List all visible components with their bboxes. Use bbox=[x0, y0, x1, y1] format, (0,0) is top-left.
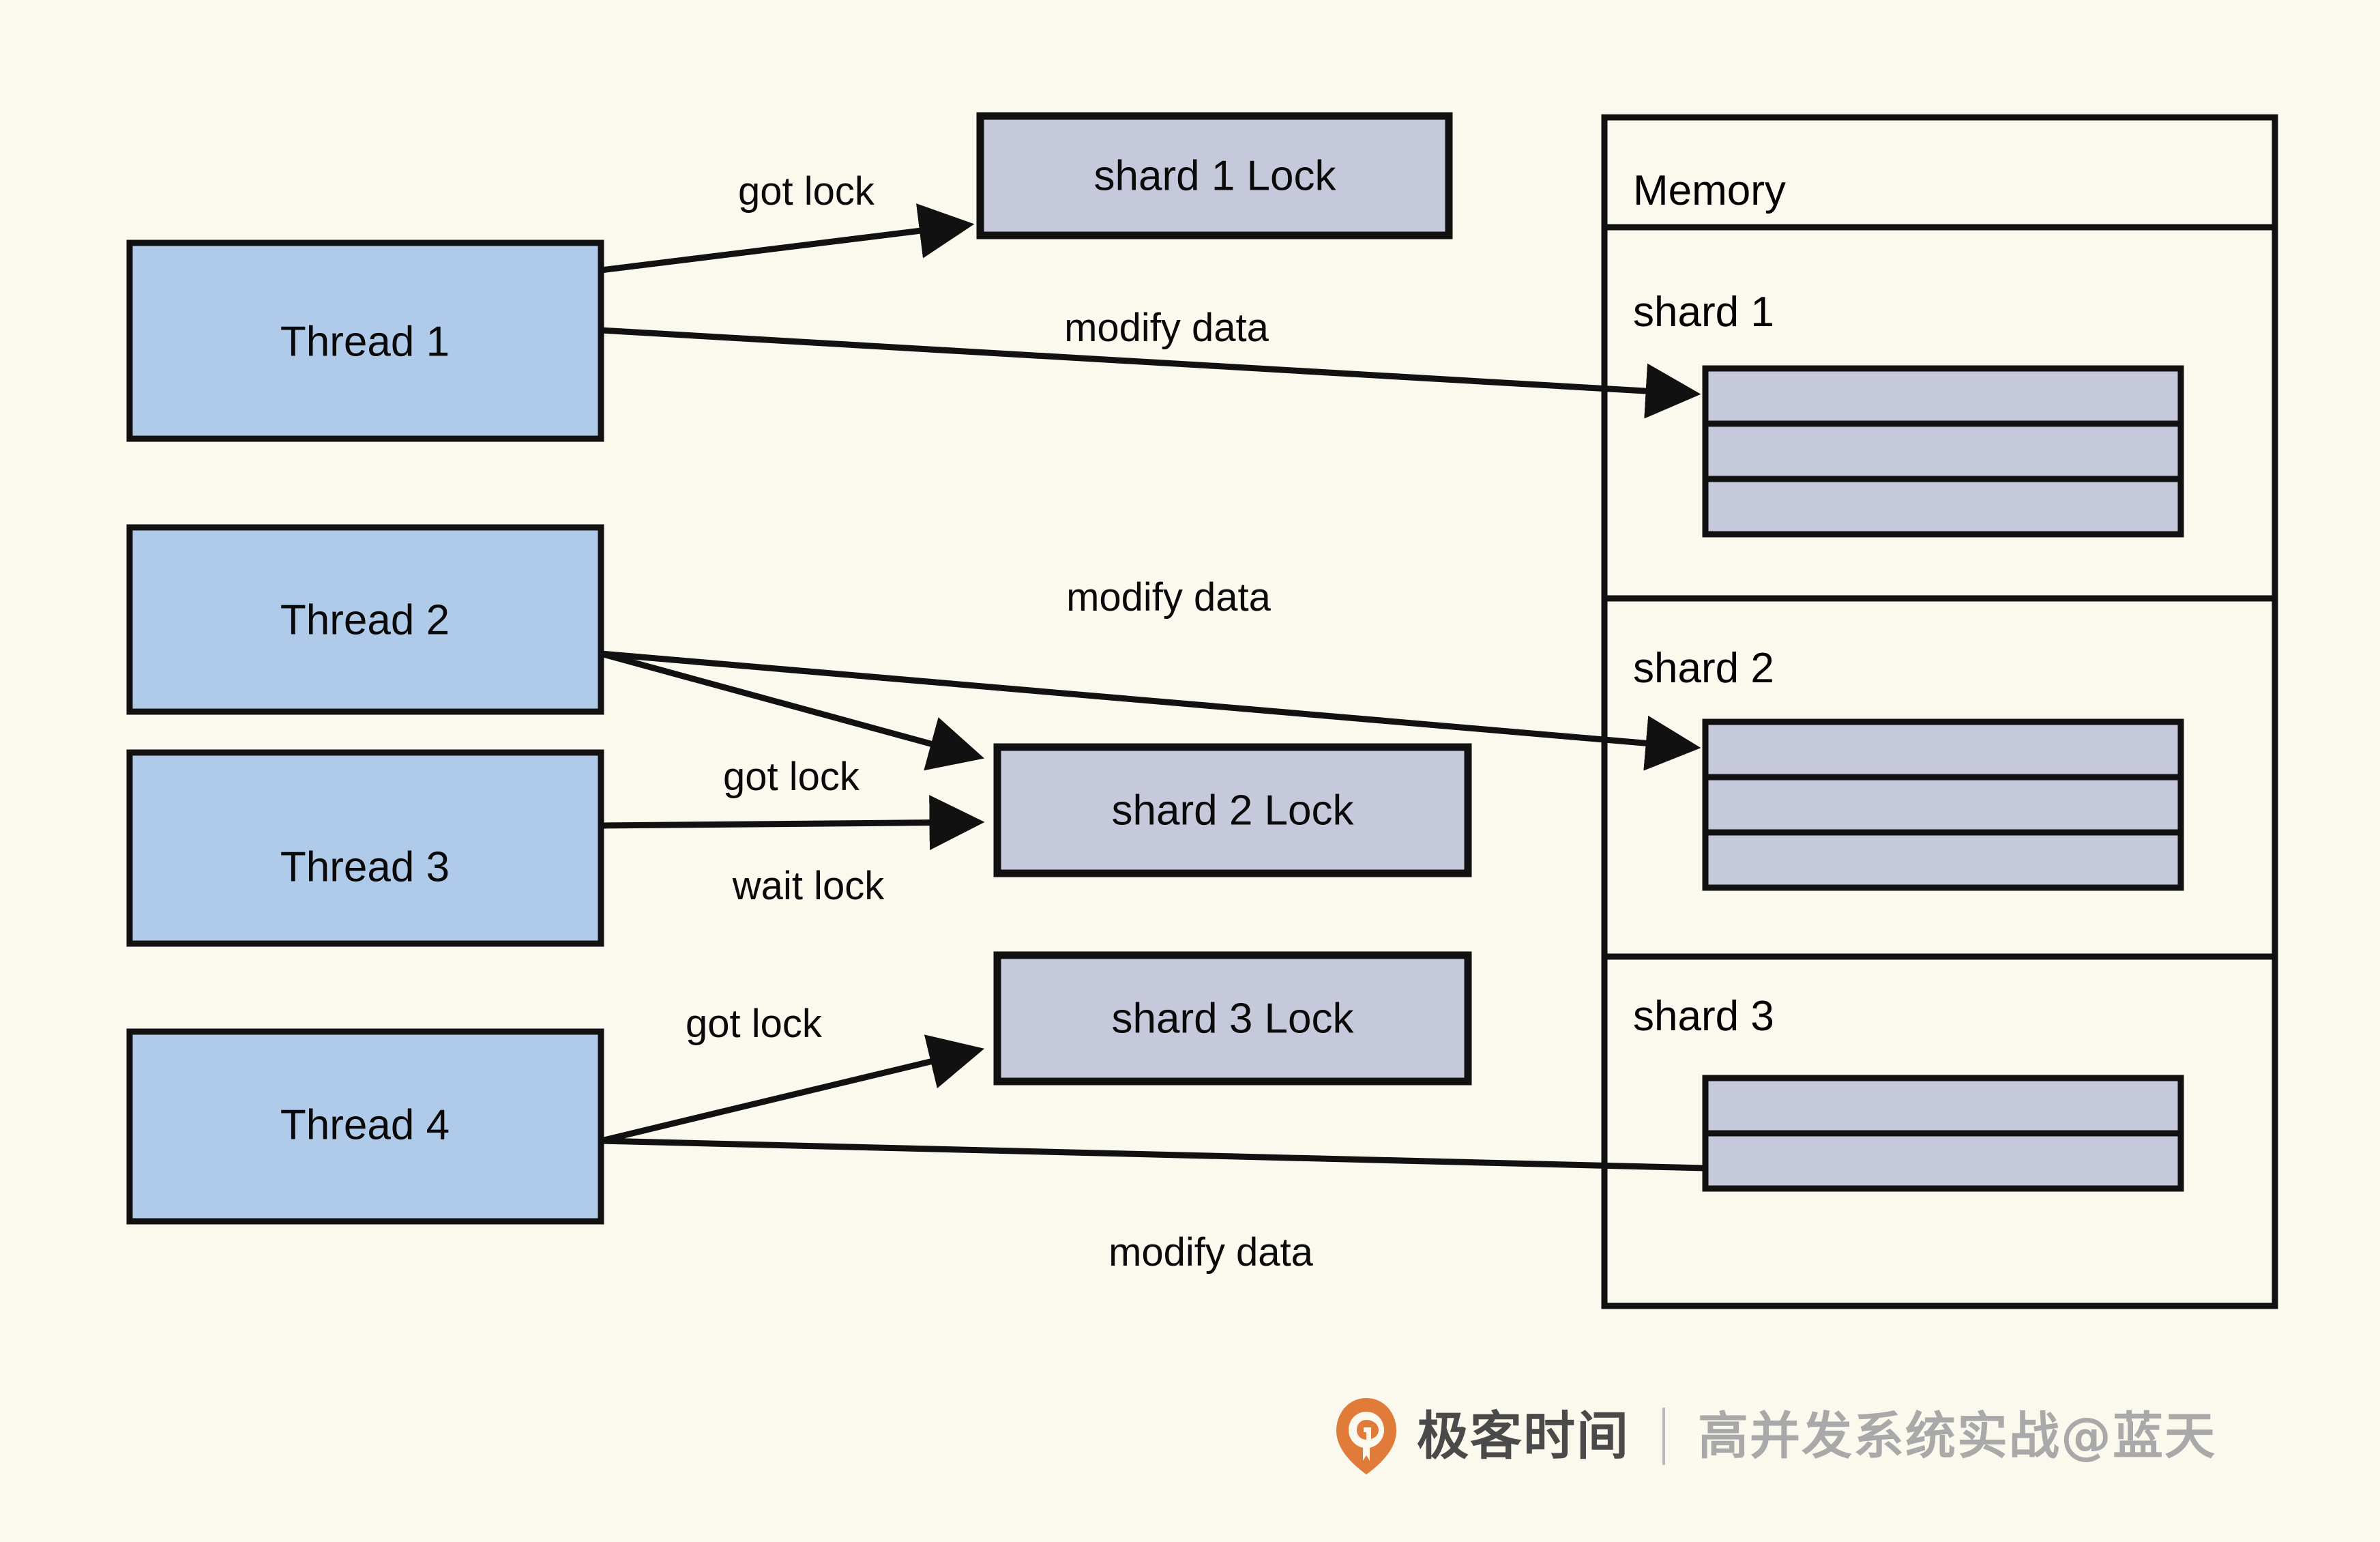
connectors bbox=[600, 203, 1706, 1172]
thread-box-4-label: Thread 4 bbox=[280, 1101, 450, 1148]
lock-box-shard2-label: shard 2 Lock bbox=[1112, 787, 1355, 834]
thread-box-1-label: Thread 1 bbox=[280, 318, 450, 365]
shard-3-row bbox=[1702, 1130, 2184, 1192]
thread-box-1[interactable]: Thread 1 bbox=[126, 239, 604, 442]
shard-2-row bbox=[1702, 718, 2184, 781]
lock-boxes: shard 1 Lock shard 2 Lock shard 3 Lock bbox=[976, 112, 1472, 1086]
lock-box-shard1[interactable]: shard 1 Lock bbox=[976, 112, 1453, 239]
edge-label-modify-data-3: modify data bbox=[1108, 1230, 1314, 1275]
lock-box-shard3[interactable]: shard 3 Lock bbox=[993, 951, 1472, 1086]
edge-label-got-lock-1: got lock bbox=[738, 169, 875, 214]
edge-thread1-shard1lock bbox=[600, 203, 975, 274]
shard-1-title: shard 1 bbox=[1633, 289, 1774, 336]
shard-2-rows bbox=[1702, 718, 2184, 891]
lock-box-shard3-label: shard 3 Lock bbox=[1112, 995, 1355, 1042]
geekbang-logo-icon bbox=[1336, 1398, 1396, 1474]
edge-label-modify-data-1: modify data bbox=[1064, 306, 1269, 350]
memory-title: Memory bbox=[1633, 167, 1786, 214]
watermark-separator bbox=[1662, 1408, 1665, 1465]
shard-1-row bbox=[1702, 476, 2184, 538]
lock-box-shard1-label: shard 1 Lock bbox=[1094, 152, 1337, 199]
shard-3-row bbox=[1702, 1075, 2184, 1137]
shard-1-rows bbox=[1702, 365, 2184, 538]
edge-label-modify-data-2: modify data bbox=[1066, 575, 1272, 620]
edge-thread1-shard1-memory bbox=[600, 327, 1701, 419]
thread-box-3-label: Thread 3 bbox=[280, 843, 450, 890]
shard-1-row bbox=[1702, 365, 2184, 427]
memory-panel: Memory shard 1 shard 2 shard 3 bbox=[1601, 114, 2278, 1309]
thread-box-2[interactable]: Thread 2 bbox=[126, 524, 604, 715]
shard-2-title: shard 2 bbox=[1633, 645, 1774, 692]
shard-2-row bbox=[1702, 774, 2184, 836]
edge-label-got-lock-3: got lock bbox=[686, 1002, 823, 1046]
edge-thread4-shard3lock bbox=[600, 1034, 985, 1144]
watermark-brand: 极客时间 bbox=[1417, 1406, 1630, 1466]
edge-thread2-shard2-memory bbox=[600, 650, 1701, 771]
edge-thread3-shard2lock bbox=[600, 795, 985, 851]
thread-box-3[interactable]: Thread 3 bbox=[126, 749, 604, 947]
edge-label-got-lock-2: got lock bbox=[723, 755, 860, 799]
lock-box-shard2[interactable]: shard 2 Lock bbox=[993, 743, 1472, 877]
shard-3-rows bbox=[1702, 1075, 2184, 1192]
edge-label-wait-lock: wait lock bbox=[732, 864, 885, 908]
edge-labels: got lock modify data modify data got loc… bbox=[686, 169, 1314, 1275]
shard-2-row bbox=[1702, 829, 2184, 891]
shard-1-row bbox=[1702, 420, 2184, 482]
thread-boxes: Thread 1 Thread 2 Thread 3 Thread 4 bbox=[126, 239, 604, 1225]
edge-thread2-shard2lock bbox=[600, 650, 985, 771]
shard-3-title: shard 3 bbox=[1633, 993, 1774, 1040]
watermark-course: 高并发系统实战@蓝天 bbox=[1698, 1407, 2216, 1466]
watermark: 极客时间 高并发系统实战@蓝天 bbox=[1334, 1392, 2216, 1481]
edge-thread4-shard3-memory bbox=[600, 1137, 1706, 1172]
thread-box-2-label: Thread 2 bbox=[280, 596, 450, 643]
thread-box-4[interactable]: Thread 4 bbox=[126, 1028, 604, 1225]
